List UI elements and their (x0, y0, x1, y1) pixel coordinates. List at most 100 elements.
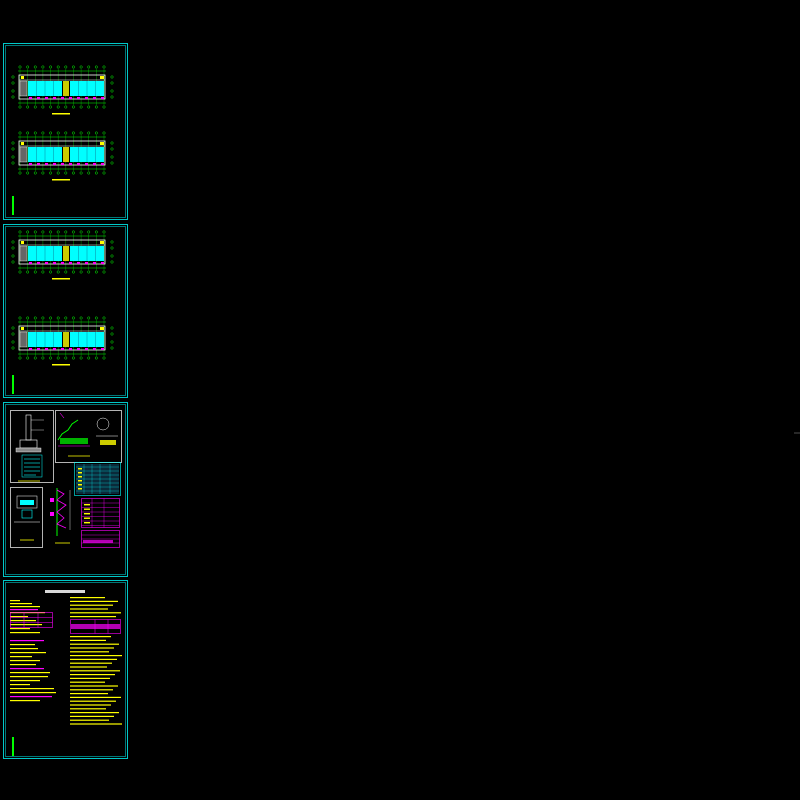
note-line (70, 681, 105, 683)
grid-bubble (26, 105, 30, 109)
grid-bubble (11, 141, 15, 145)
sheet-2-inner-frame (5, 226, 126, 396)
notes-column-right (70, 597, 122, 725)
grid-bubble (33, 230, 37, 234)
sheet-3-outer-frame (3, 402, 128, 577)
note-line (10, 600, 20, 602)
sheet-2[interactable] (3, 224, 128, 398)
note-line (70, 704, 111, 706)
note-line (10, 680, 40, 682)
grid-bubble (79, 131, 83, 135)
note-line (10, 664, 36, 666)
sheet-1[interactable] (3, 43, 128, 220)
fixture-mark (69, 262, 72, 264)
grid-bubble (110, 340, 114, 344)
note-line (70, 608, 108, 610)
grid-bubble (87, 131, 91, 135)
grid-bubble (110, 75, 114, 79)
grid-bubble (18, 131, 22, 135)
note-line (10, 656, 32, 658)
grid-bubble (18, 356, 22, 360)
foundation-detail-drawing (14, 495, 40, 541)
table-cell-mark (84, 517, 90, 519)
equipment-mark (21, 142, 24, 145)
grid-bubble (87, 65, 91, 69)
note-line (10, 652, 46, 654)
sheet-1-side-strip (12, 196, 14, 215)
grid-bubble (94, 230, 98, 234)
equipment-mark (21, 327, 24, 330)
detail-box-foundation (10, 487, 43, 548)
fixture-mark (93, 163, 96, 165)
grid-bubble (41, 65, 45, 69)
grid-bubble (64, 171, 68, 175)
note-line (10, 624, 42, 626)
equipment-mark (100, 241, 104, 244)
plan-title-mark (52, 278, 70, 280)
note-line (70, 700, 116, 702)
fixture-mark (101, 163, 104, 165)
note-line (10, 648, 38, 650)
grid-bubble (102, 171, 106, 175)
note-line (70, 600, 118, 602)
grid-bubble (26, 316, 30, 320)
grid-bubble (72, 316, 75, 320)
table-cell-mark (84, 508, 90, 510)
note-line (70, 612, 121, 614)
fixture-mark (101, 262, 104, 264)
grid-bubble (94, 171, 98, 175)
grid-bubble (26, 171, 30, 175)
grid-bubble (110, 332, 114, 336)
grid-bubble (87, 270, 91, 274)
grid-bubble (110, 81, 114, 85)
grid-bubble (11, 240, 15, 244)
grid-bubble (26, 230, 30, 234)
riser-diagram (50, 488, 71, 544)
note-line (10, 672, 50, 674)
grid-bubble (72, 270, 75, 274)
sheet-3[interactable] (3, 402, 128, 577)
grid-bubble (56, 316, 60, 320)
notes-heading-line (45, 590, 85, 593)
grid-bubble (72, 65, 75, 69)
grid-bubble (102, 356, 106, 360)
stair-core (63, 246, 69, 261)
equipment-mark (100, 142, 104, 145)
service-room (19, 146, 28, 163)
grid-bubble (72, 356, 75, 360)
grid-bubble (94, 65, 98, 69)
plan-title-mark (52, 179, 70, 181)
note-line (70, 597, 105, 599)
note-line (10, 603, 32, 605)
fixture-mark (37, 348, 40, 350)
grid-bubble (33, 131, 37, 135)
sheet-4[interactable] (3, 580, 128, 759)
grid-bubble (49, 65, 52, 69)
fixture-mark (77, 163, 80, 165)
fixture-mark (93, 262, 96, 264)
stair-core (63, 147, 69, 162)
fixture-mark (61, 348, 64, 350)
grid-bubble (41, 230, 45, 234)
grid-bubble (110, 147, 114, 151)
note-line (10, 628, 30, 630)
grid-bubble (72, 105, 75, 109)
grid-bubble (64, 230, 68, 234)
note-line (10, 688, 54, 690)
fixture-mark (77, 348, 80, 350)
grid-bubble (102, 65, 106, 69)
grid-bubble (64, 131, 68, 135)
grid-bubble (56, 270, 60, 274)
grid-bubble (87, 105, 91, 109)
grid-bubble (110, 95, 114, 99)
grid-bubble (56, 105, 60, 109)
note-line (10, 668, 44, 670)
equipment-mark (21, 76, 24, 79)
grid-bubble (72, 171, 75, 175)
grid-bubble (56, 131, 60, 135)
note-line (70, 677, 110, 679)
fixture-mark (37, 163, 40, 165)
note-line (70, 696, 121, 698)
grid-bubble (110, 89, 114, 93)
grid-bubble (33, 270, 37, 274)
